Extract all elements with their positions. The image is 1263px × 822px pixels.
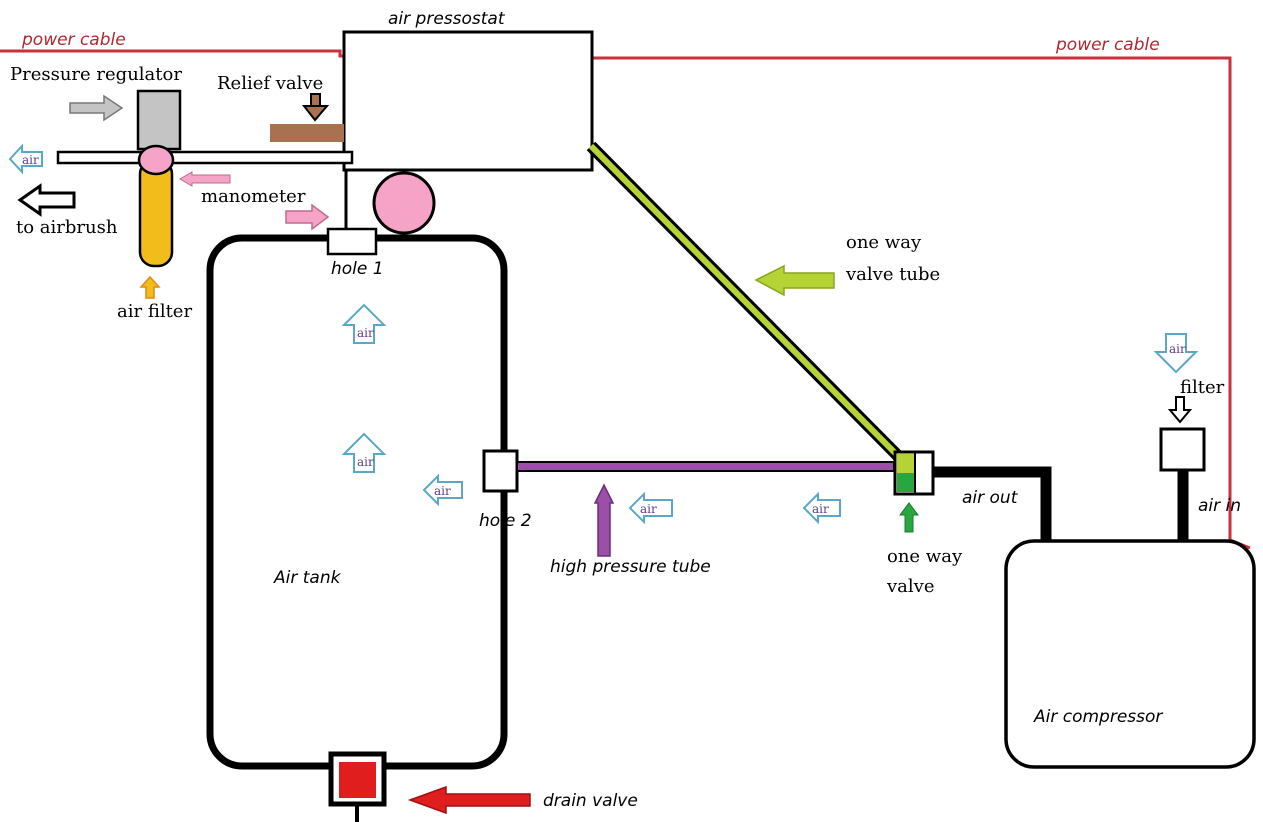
filter-box	[1159, 427, 1206, 472]
to-airbrush-label: to airbrush	[16, 217, 118, 238]
high-pressure-tube	[516, 461, 895, 472]
high-pressure-tube-label: high pressure tube	[550, 557, 711, 577]
air-left-arrow-icon: air	[802, 491, 841, 525]
air-out-label: air out	[962, 488, 1019, 508]
regulator-gauge	[137, 144, 175, 176]
air-up-arrow-icon: air	[341, 303, 387, 344]
one-way-valve-tube-label-line2: valve tube	[845, 264, 940, 285]
air-arrow-icon: air	[8, 143, 43, 175]
power-cable-label-right: power cable	[1055, 35, 1160, 55]
drain-valve	[339, 762, 376, 798]
air-filter-arrow-icon	[139, 275, 161, 299]
one-way-valve-upper	[897, 454, 915, 473]
svg-text:air: air	[22, 153, 39, 167]
air-in-label: air in	[1198, 496, 1241, 516]
air-left-arrow-icon: air	[422, 473, 463, 507]
air-filter	[138, 158, 174, 268]
high-pressure-tube-arrow-icon	[593, 483, 615, 557]
one-way-valve-tube	[586, 141, 905, 463]
manometer-arrow-icon	[285, 203, 330, 231]
one-way-valve-label-line2: valve	[886, 576, 934, 597]
air-up-text: air	[357, 455, 374, 469]
air-left-arrow-icon: air	[628, 491, 673, 525]
power-cable-left-line	[0, 49, 345, 58]
air-tank-label: Air tank	[273, 568, 342, 588]
drain-valve-label: drain valve	[543, 791, 638, 811]
air-filter-label: air filter	[117, 301, 192, 322]
air-up-arrow-icon: air	[341, 432, 387, 473]
hole-2	[482, 449, 519, 493]
air-left-text: air	[434, 484, 451, 498]
manometer-arrow-small-icon	[179, 171, 231, 187]
one-way-valve-tube-label-line1: one way	[846, 232, 922, 253]
air-pressostat-label: air pressostat	[388, 9, 506, 29]
one-way-valve-arrow-icon	[899, 502, 919, 533]
to-airbrush-arrow-icon	[17, 183, 76, 217]
one-way-valve-tube-arrow-icon	[754, 264, 835, 297]
air-down-text: air	[1169, 342, 1186, 356]
relief-valve-arrow-icon	[301, 93, 330, 122]
air-left-text: air	[812, 502, 829, 516]
pressure-regulator-arrow-icon	[69, 94, 124, 122]
drain-valve-arrow-icon	[407, 785, 531, 815]
hole-2-label: hole 2	[479, 511, 532, 531]
manometer-label: manometer	[201, 186, 306, 207]
air-compressor	[1004, 539, 1256, 769]
filter-arrow-icon	[1167, 396, 1193, 424]
air-left-text: air	[640, 502, 657, 516]
relief-valve-label: Relief valve	[217, 73, 323, 94]
manometer	[372, 171, 436, 235]
outlet-pipe	[56, 150, 354, 165]
one-way-valve-lower	[897, 473, 915, 492]
filter-label: filter	[1180, 377, 1225, 398]
power-cable-label-left: power cable	[21, 30, 126, 50]
hole-1-label: hole 1	[331, 259, 384, 279]
one-way-valve-label-line1: one way	[887, 546, 963, 567]
air-compressor-label: Air compressor	[1033, 707, 1163, 727]
pressure-regulator	[136, 89, 182, 151]
air-pressostat-box	[342, 30, 594, 172]
pressure-regulator-label: Pressure regulator	[10, 64, 182, 85]
hole-1	[326, 227, 378, 256]
relief-valve	[270, 124, 344, 142]
air-down-arrow-icon: air	[1153, 333, 1199, 374]
air-up-text: air	[357, 326, 374, 340]
